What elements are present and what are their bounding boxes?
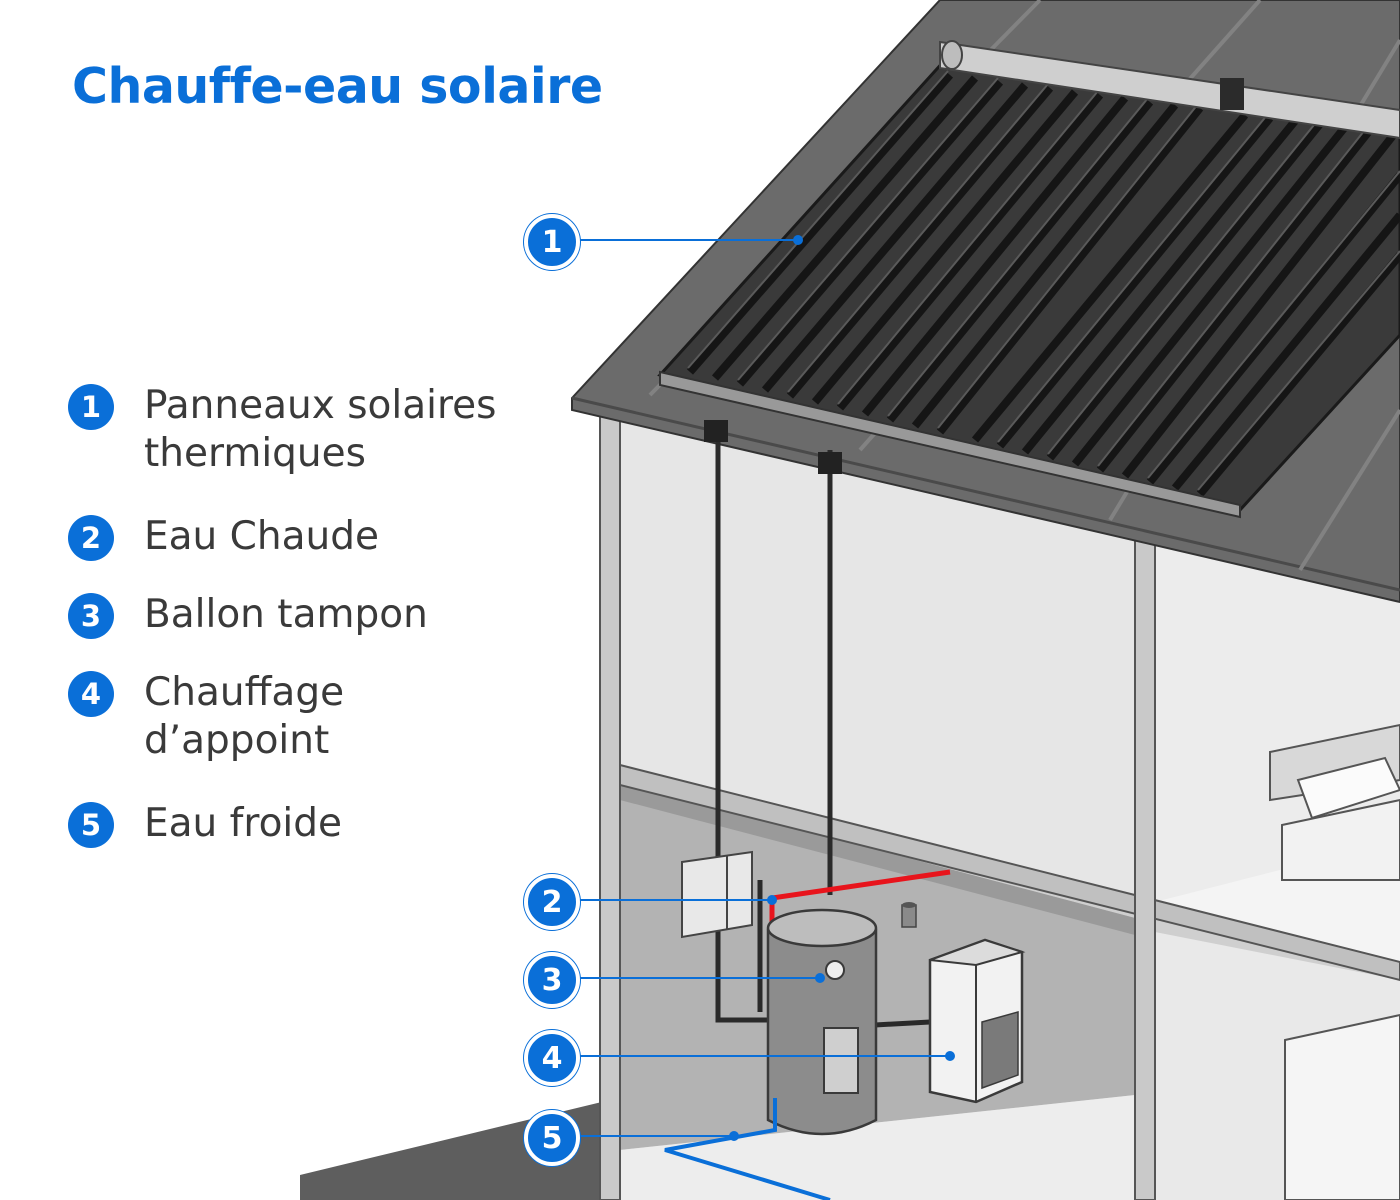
leader-lines [576, 235, 955, 1141]
callout-marker-1: 1 [524, 214, 580, 270]
callout-marker-4: 4 [524, 1030, 580, 1086]
legend-item-5: 5 Eau froide [68, 800, 548, 848]
callout-marker-5: 5 [524, 1110, 580, 1166]
solar-panels [657, 40, 1400, 519]
legend-number-badge: 3 [68, 593, 114, 639]
legend-number-badge: 1 [68, 384, 114, 430]
control-box [681, 850, 753, 939]
legend-number-badge: 5 [68, 802, 114, 848]
upper-room-left [620, 418, 1135, 905]
callout-marker-2: 2 [524, 874, 580, 930]
buffer-tank [766, 908, 878, 1136]
legend-item-1: 1 Panneaux solaires thermiques [68, 382, 548, 478]
legend-label: Chauffage d’appoint [144, 670, 345, 763]
legend-label: Eau Chaude [144, 514, 379, 559]
basement-shade [620, 782, 1135, 935]
solar-loop-pipes [715, 430, 931, 1028]
bed-mattress [1281, 798, 1400, 881]
backup-heater [928, 938, 1026, 1104]
legend-label: Panneaux solaires thermiques [144, 383, 497, 476]
legend-label: Eau froide [144, 801, 343, 846]
legend-label: Ballon tampon [144, 592, 428, 637]
legend-number-badge: 2 [68, 515, 114, 561]
legend: 1 Panneaux solaires thermiques 2 Eau Cha… [68, 382, 548, 878]
callout-marker-3: 3 [524, 952, 580, 1008]
bed-pillow [1296, 756, 1400, 820]
legend-item-3: 3 Ballon tampon [68, 591, 548, 639]
legend-item-4: 4 Chauffage d’appoint [68, 669, 548, 765]
lower-room-cabinet [1284, 1013, 1400, 1200]
legend-item-2: 2 Eau Chaude [68, 513, 548, 561]
legend-number-badge: 4 [68, 671, 114, 717]
upper-room-floor [1155, 870, 1400, 965]
outer-wall-left [599, 409, 621, 1200]
cold-water-pipe [664, 1098, 831, 1200]
page-title: Chauffe-eau solaire [72, 58, 603, 115]
inner-wall [1134, 536, 1156, 1200]
